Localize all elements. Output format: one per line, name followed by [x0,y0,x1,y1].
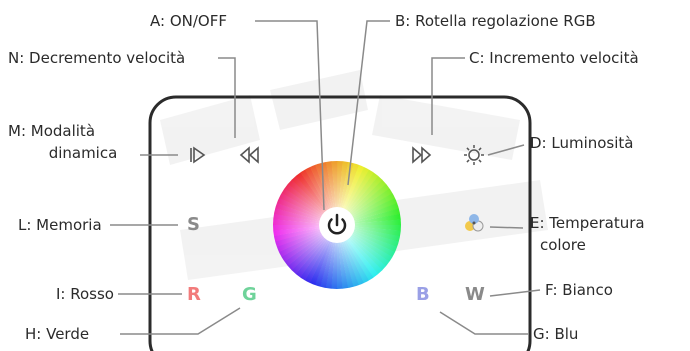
label-rgb-wheel: B: Rotella regolazione RGB [395,12,596,30]
label-decrease-speed: N: Decremento velocità [8,49,186,67]
remote-body [148,95,532,351]
memory-button[interactable]: S [187,214,200,235]
sun-ray [478,147,482,151]
play-icon[interactable] [190,146,206,164]
sun-ray [466,147,470,151]
label-dynamic-mode-line1: M: Modalità [8,122,96,140]
color-temperature-icon[interactable] [465,214,484,232]
label-green: H: Verde [25,325,90,343]
label-memory: L: Memoria [18,216,102,234]
label-color-temperature-line2: colore [540,236,586,254]
label-white: F: Bianco [545,281,613,299]
white-button[interactable]: W [465,284,485,305]
label-brightness: D: Luminosità [530,134,634,152]
green-button[interactable]: G [242,284,257,305]
label-red: I: Rosso [56,285,114,303]
red-button[interactable]: R [187,284,201,305]
rewind-icon[interactable] [239,146,259,164]
label-on-off: A: ON/OFF [150,12,227,30]
sun-ray [466,159,470,163]
label-dynamic-mode-line2: dinamica [48,144,118,162]
fast-forward-icon[interactable] [412,146,432,164]
brightness-icon[interactable] [464,145,484,165]
leader-lines [110,20,541,335]
label-blue: G: Blu [533,325,579,343]
power-icon [327,213,347,235]
blue-button[interactable]: B [416,284,430,305]
label-color-temperature-line1: E: Temperatura [530,214,645,232]
power-button[interactable] [319,207,355,243]
sun-ray [478,159,482,163]
label-increase-speed: C: Incremento velocità [469,49,639,67]
